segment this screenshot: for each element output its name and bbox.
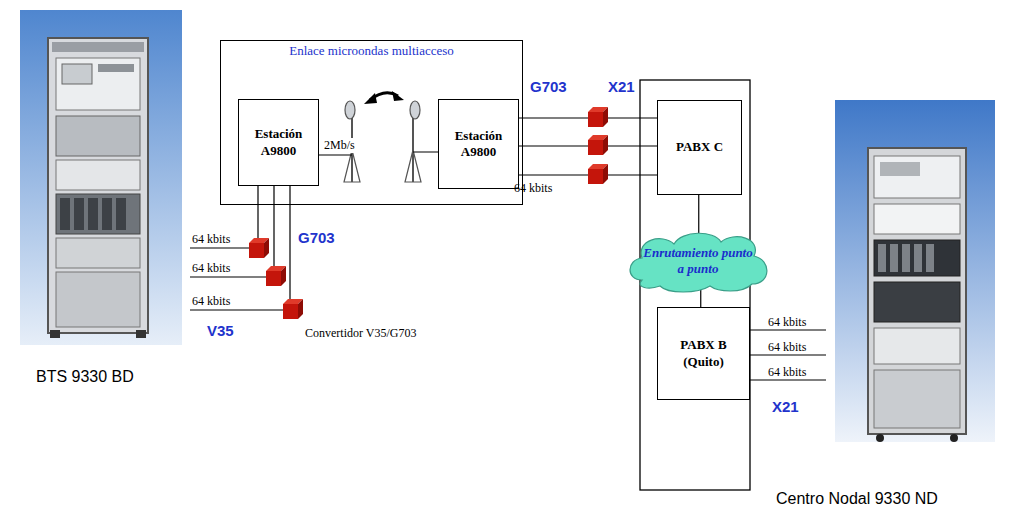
node-text: Estación A9800 [239, 126, 318, 159]
station-box: Estación A9800 [238, 99, 319, 186]
frame-heading: Enlace microondas multiacceso [221, 41, 522, 59]
equipment-caption: Centro Nodal 9330 ND [776, 490, 938, 508]
pabx-box: PABX B (Quito) [657, 307, 750, 400]
connector [700, 288, 701, 307]
bts-rack [20, 10, 182, 345]
pabx-box: PABX C [657, 100, 742, 195]
node-text: Estación A9800 [439, 128, 518, 161]
connector [698, 195, 699, 233]
wire [190, 185, 290, 310]
routing-cloud: Enrutamiento punto a punto [622, 228, 774, 294]
equipment-caption: BTS 9330 BD [36, 368, 134, 386]
radio-link-arrow [364, 91, 404, 104]
converter-cube [283, 299, 303, 319]
converter-cube [249, 238, 269, 258]
link-rate-label: 2Mb/s [323, 138, 356, 153]
node-text: PABX C [673, 139, 726, 155]
wire [742, 330, 826, 380]
rate-label: 64 kbits [192, 294, 230, 309]
converter-cube [588, 135, 608, 155]
converter-cube [266, 266, 286, 286]
rate-label: 64 kbits [768, 365, 806, 380]
rate-label: 64 kbits [768, 315, 806, 330]
converter-cube [588, 164, 608, 184]
converter-cube [588, 107, 608, 127]
rate-label: 64 kbits [192, 232, 230, 247]
converter-label: Convertidor V35/G703 [305, 326, 416, 341]
interface-label: X21 [772, 398, 799, 415]
link-frame: Enlace microondas multiaccesoEstación A9… [220, 40, 523, 205]
interface-label: G703 [530, 78, 567, 95]
rate-label: 64 kbits [192, 261, 230, 276]
interface-label: G703 [298, 229, 335, 246]
rate-label: 64 kbits [768, 340, 806, 355]
interface-label: X21 [608, 78, 635, 95]
interface-label: V35 [207, 322, 234, 339]
nodal-rack [835, 100, 995, 442]
node-text: Enrutamiento punto a punto [642, 245, 754, 276]
rate-label: 64 kbits [514, 181, 552, 196]
node-text: PABX B (Quito) [658, 337, 749, 370]
station-box: Estación A9800 [438, 99, 519, 189]
